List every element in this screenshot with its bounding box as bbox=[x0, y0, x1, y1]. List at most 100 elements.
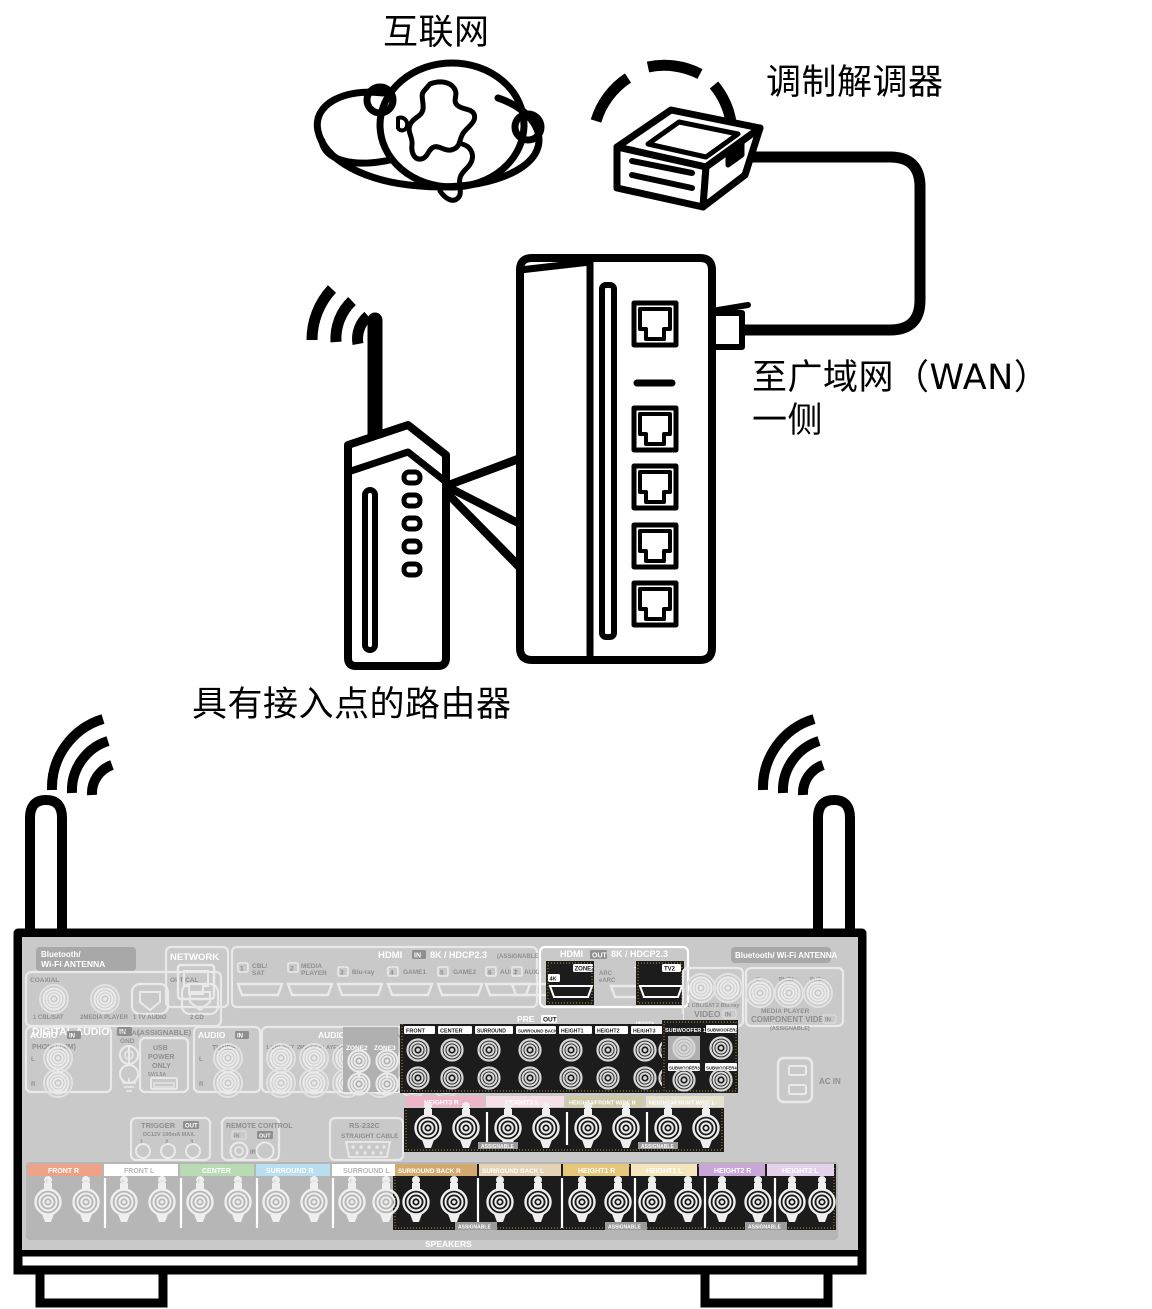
router-icon bbox=[306, 285, 450, 670]
signal-gnd-terminal bbox=[119, 1045, 139, 1092]
antenna-icon-left bbox=[25, 795, 67, 945]
receiver-foot-left bbox=[35, 1265, 168, 1308]
svg-text:PRE: PRE bbox=[517, 1014, 535, 1024]
video-jack-cblsat bbox=[686, 973, 716, 1003]
rj45-port-icon bbox=[631, 580, 679, 628]
speaker-terminal-row: FRONT R FRONT L CENTER SURROUND R SURROU… bbox=[26, 1162, 838, 1249]
network-rj45-port bbox=[176, 963, 216, 1001]
svg-text:Blu-ray: Blu-ray bbox=[352, 969, 375, 976]
svg-text:STRAIGHT CABLE: STRAIGHT CABLE bbox=[341, 1133, 399, 1140]
video-jack-bluray bbox=[713, 973, 743, 1003]
audio-in-tuner-group: AUDIO IN TUNER L R bbox=[192, 1025, 262, 1098]
svg-text:Wi-Fi ANTENNA: Wi-Fi ANTENNA bbox=[41, 959, 105, 969]
hdmi-in-port-4: 4 GAME1 bbox=[386, 966, 434, 997]
svg-text:AUDIO: AUDIO bbox=[318, 1030, 346, 1040]
svg-text:HEIGHT1 L: HEIGHT1 L bbox=[646, 1168, 683, 1175]
phono-jack-r bbox=[43, 1068, 73, 1098]
pre-out-group: PRE OUT FRONT CENTER SURROUND SURROUND B… bbox=[400, 1014, 683, 1093]
svg-text:2MEDIA PLAYER: 2MEDIA PLAYER bbox=[80, 1015, 129, 1021]
component-jack-pr bbox=[803, 978, 833, 1008]
svg-text:CBL/: CBL/ bbox=[252, 963, 267, 970]
receiver-bottom-lip bbox=[13, 1247, 867, 1275]
svg-text:8K / HDCP2.3: 8K / HDCP2.3 bbox=[430, 950, 487, 960]
svg-text:SURROUND: SURROUND bbox=[477, 1029, 506, 1035]
svg-text:AUX1: AUX1 bbox=[500, 969, 518, 976]
component-jack-y bbox=[745, 978, 775, 1008]
svg-text:ASSIGNABLE: ASSIGNABLE bbox=[641, 1144, 674, 1150]
svg-text:HDMI: HDMI bbox=[378, 950, 402, 961]
svg-text:AC IN: AC IN bbox=[819, 1077, 841, 1086]
svg-text:SUBWOOFER2: SUBWOOFER2 bbox=[707, 1028, 738, 1033]
svg-text:AUDIO: AUDIO bbox=[198, 1030, 226, 1040]
hdmi-out-group: HDMI OUT 8K / HDCP2.3 ZONE2 4K ARC eARC … bbox=[538, 945, 690, 1009]
svg-text:+: + bbox=[196, 1176, 201, 1186]
component-jack-pb bbox=[774, 978, 804, 1008]
svg-text:USB: USB bbox=[153, 1045, 168, 1052]
svg-text:SURROUND BACK L: SURROUND BACK L bbox=[482, 1168, 544, 1175]
svg-text:COAXIAL: COAXIAL bbox=[30, 977, 59, 984]
tuner-jack-r bbox=[213, 1068, 243, 1098]
hdmi-in-port-1: 1 CBL/ SAT bbox=[236, 962, 284, 997]
svg-text:IN: IN bbox=[69, 1034, 75, 1040]
svg-text:RS-232C: RS-232C bbox=[349, 1121, 380, 1130]
svg-text:NETWORK: NETWORK bbox=[170, 952, 219, 963]
wan-side-label: 至广域网（WAN） 一侧 bbox=[752, 358, 1050, 441]
svg-text:+: + bbox=[44, 1176, 49, 1186]
svg-text:REMOTE CONTROL: REMOTE CONTROL bbox=[226, 1123, 293, 1130]
svg-text:FRONT WIDE: FRONT WIDE bbox=[636, 1025, 662, 1030]
video-in-group: 1 CBL/SAT 2 Blu-ray VIDEO IN (ASSIGNABLE… bbox=[681, 966, 745, 1028]
coax-jack-cblsat bbox=[39, 984, 69, 1014]
svg-text:−: − bbox=[159, 1176, 164, 1186]
svg-text:R: R bbox=[31, 1082, 36, 1088]
svg-text:IN: IN bbox=[119, 1029, 126, 1036]
svg-text:VIDEO: VIDEO bbox=[694, 1009, 721, 1019]
svg-text:HDMI: HDMI bbox=[560, 949, 583, 959]
svg-text:1 TV AUDIO: 1 TV AUDIO bbox=[133, 1015, 167, 1021]
svg-text:ASSIGNABLE: ASSIGNABLE bbox=[748, 1225, 781, 1231]
modem-icon bbox=[613, 106, 764, 211]
bt-wifi-antenna-label-right: Bluetooth/ Wi-Fi ANTENNA bbox=[731, 947, 838, 963]
svg-text:SAT: SAT bbox=[252, 970, 265, 977]
svg-text:ZONE3: ZONE3 bbox=[374, 1045, 396, 1052]
speaker-labels: FRONT R FRONT L CENTER SURROUND R SURROU… bbox=[28, 1164, 834, 1176]
svg-text:2 CD: 2 CD bbox=[190, 1015, 204, 1021]
svg-text:6: 6 bbox=[488, 970, 492, 977]
svg-text:OUT: OUT bbox=[185, 1124, 198, 1130]
bt-wifi-antenna-label-left: Bluetooth/ Wi-Fi ANTENNA bbox=[36, 947, 136, 971]
svg-text:TV2: TV2 bbox=[664, 967, 676, 973]
svg-text:HEIGHT3 L: HEIGHT3 L bbox=[505, 1100, 539, 1107]
usb-port bbox=[150, 1077, 178, 1090]
svg-text:L: L bbox=[31, 1057, 35, 1063]
speaker-assignable-tags: ASSIGNABLE ASSIGNABLE ASSIGNABLE bbox=[455, 1222, 787, 1231]
svg-text:PLAYER: PLAYER bbox=[301, 970, 327, 977]
svg-text:4: 4 bbox=[390, 970, 394, 977]
svg-text:1 CBL/SAT: 1 CBL/SAT bbox=[33, 1015, 64, 1021]
svg-text:−: − bbox=[235, 1176, 240, 1186]
svg-text:SUBWOOFER4: SUBWOOFER4 bbox=[706, 1066, 737, 1071]
rj45-port-icon bbox=[631, 463, 679, 511]
svg-text:FRONT: FRONT bbox=[406, 1029, 426, 1035]
remote-control-group: REMOTE CONTROL IN OUT IR bbox=[220, 1116, 293, 1162]
coax-jack-mediaplayer bbox=[90, 984, 120, 1014]
signal-gnd-group: SIGNAL GND bbox=[116, 1030, 141, 1092]
svg-text:ONLY: ONLY bbox=[152, 1063, 171, 1070]
speaker-posts-light: +− +− +− +− +− bbox=[34, 1174, 400, 1228]
svg-text:MEDIA PLAYER: MEDIA PLAYER bbox=[761, 1008, 810, 1015]
svg-text:+: + bbox=[348, 1176, 353, 1186]
svg-text:R: R bbox=[199, 1082, 204, 1088]
hdmi-in-group: HDMI IN 8K / HDCP2.3 (ASSIGNABLE) 1 CBL/… bbox=[230, 945, 558, 1009]
rj45-port-icon bbox=[631, 405, 679, 453]
svg-text:OUT: OUT bbox=[543, 1017, 557, 1024]
svg-text:eARC: eARC bbox=[599, 978, 616, 984]
svg-text:ZONE2: ZONE2 bbox=[346, 1045, 368, 1052]
router-lan-ports bbox=[631, 300, 679, 628]
svg-text:1: 1 bbox=[140, 1140, 144, 1146]
svg-text:HEIGHT1 R: HEIGHT1 R bbox=[578, 1168, 615, 1175]
svg-text:(ASSIGNABLE): (ASSIGNABLE) bbox=[497, 954, 540, 960]
svg-text:SPEAKERS: SPEAKERS bbox=[425, 1239, 472, 1249]
svg-text:8K / HDCP2.3: 8K / HDCP2.3 bbox=[611, 949, 668, 959]
svg-text:1 CBL/SAT: 1 CBL/SAT bbox=[687, 1003, 716, 1009]
svg-text:GND: GND bbox=[120, 1038, 135, 1045]
